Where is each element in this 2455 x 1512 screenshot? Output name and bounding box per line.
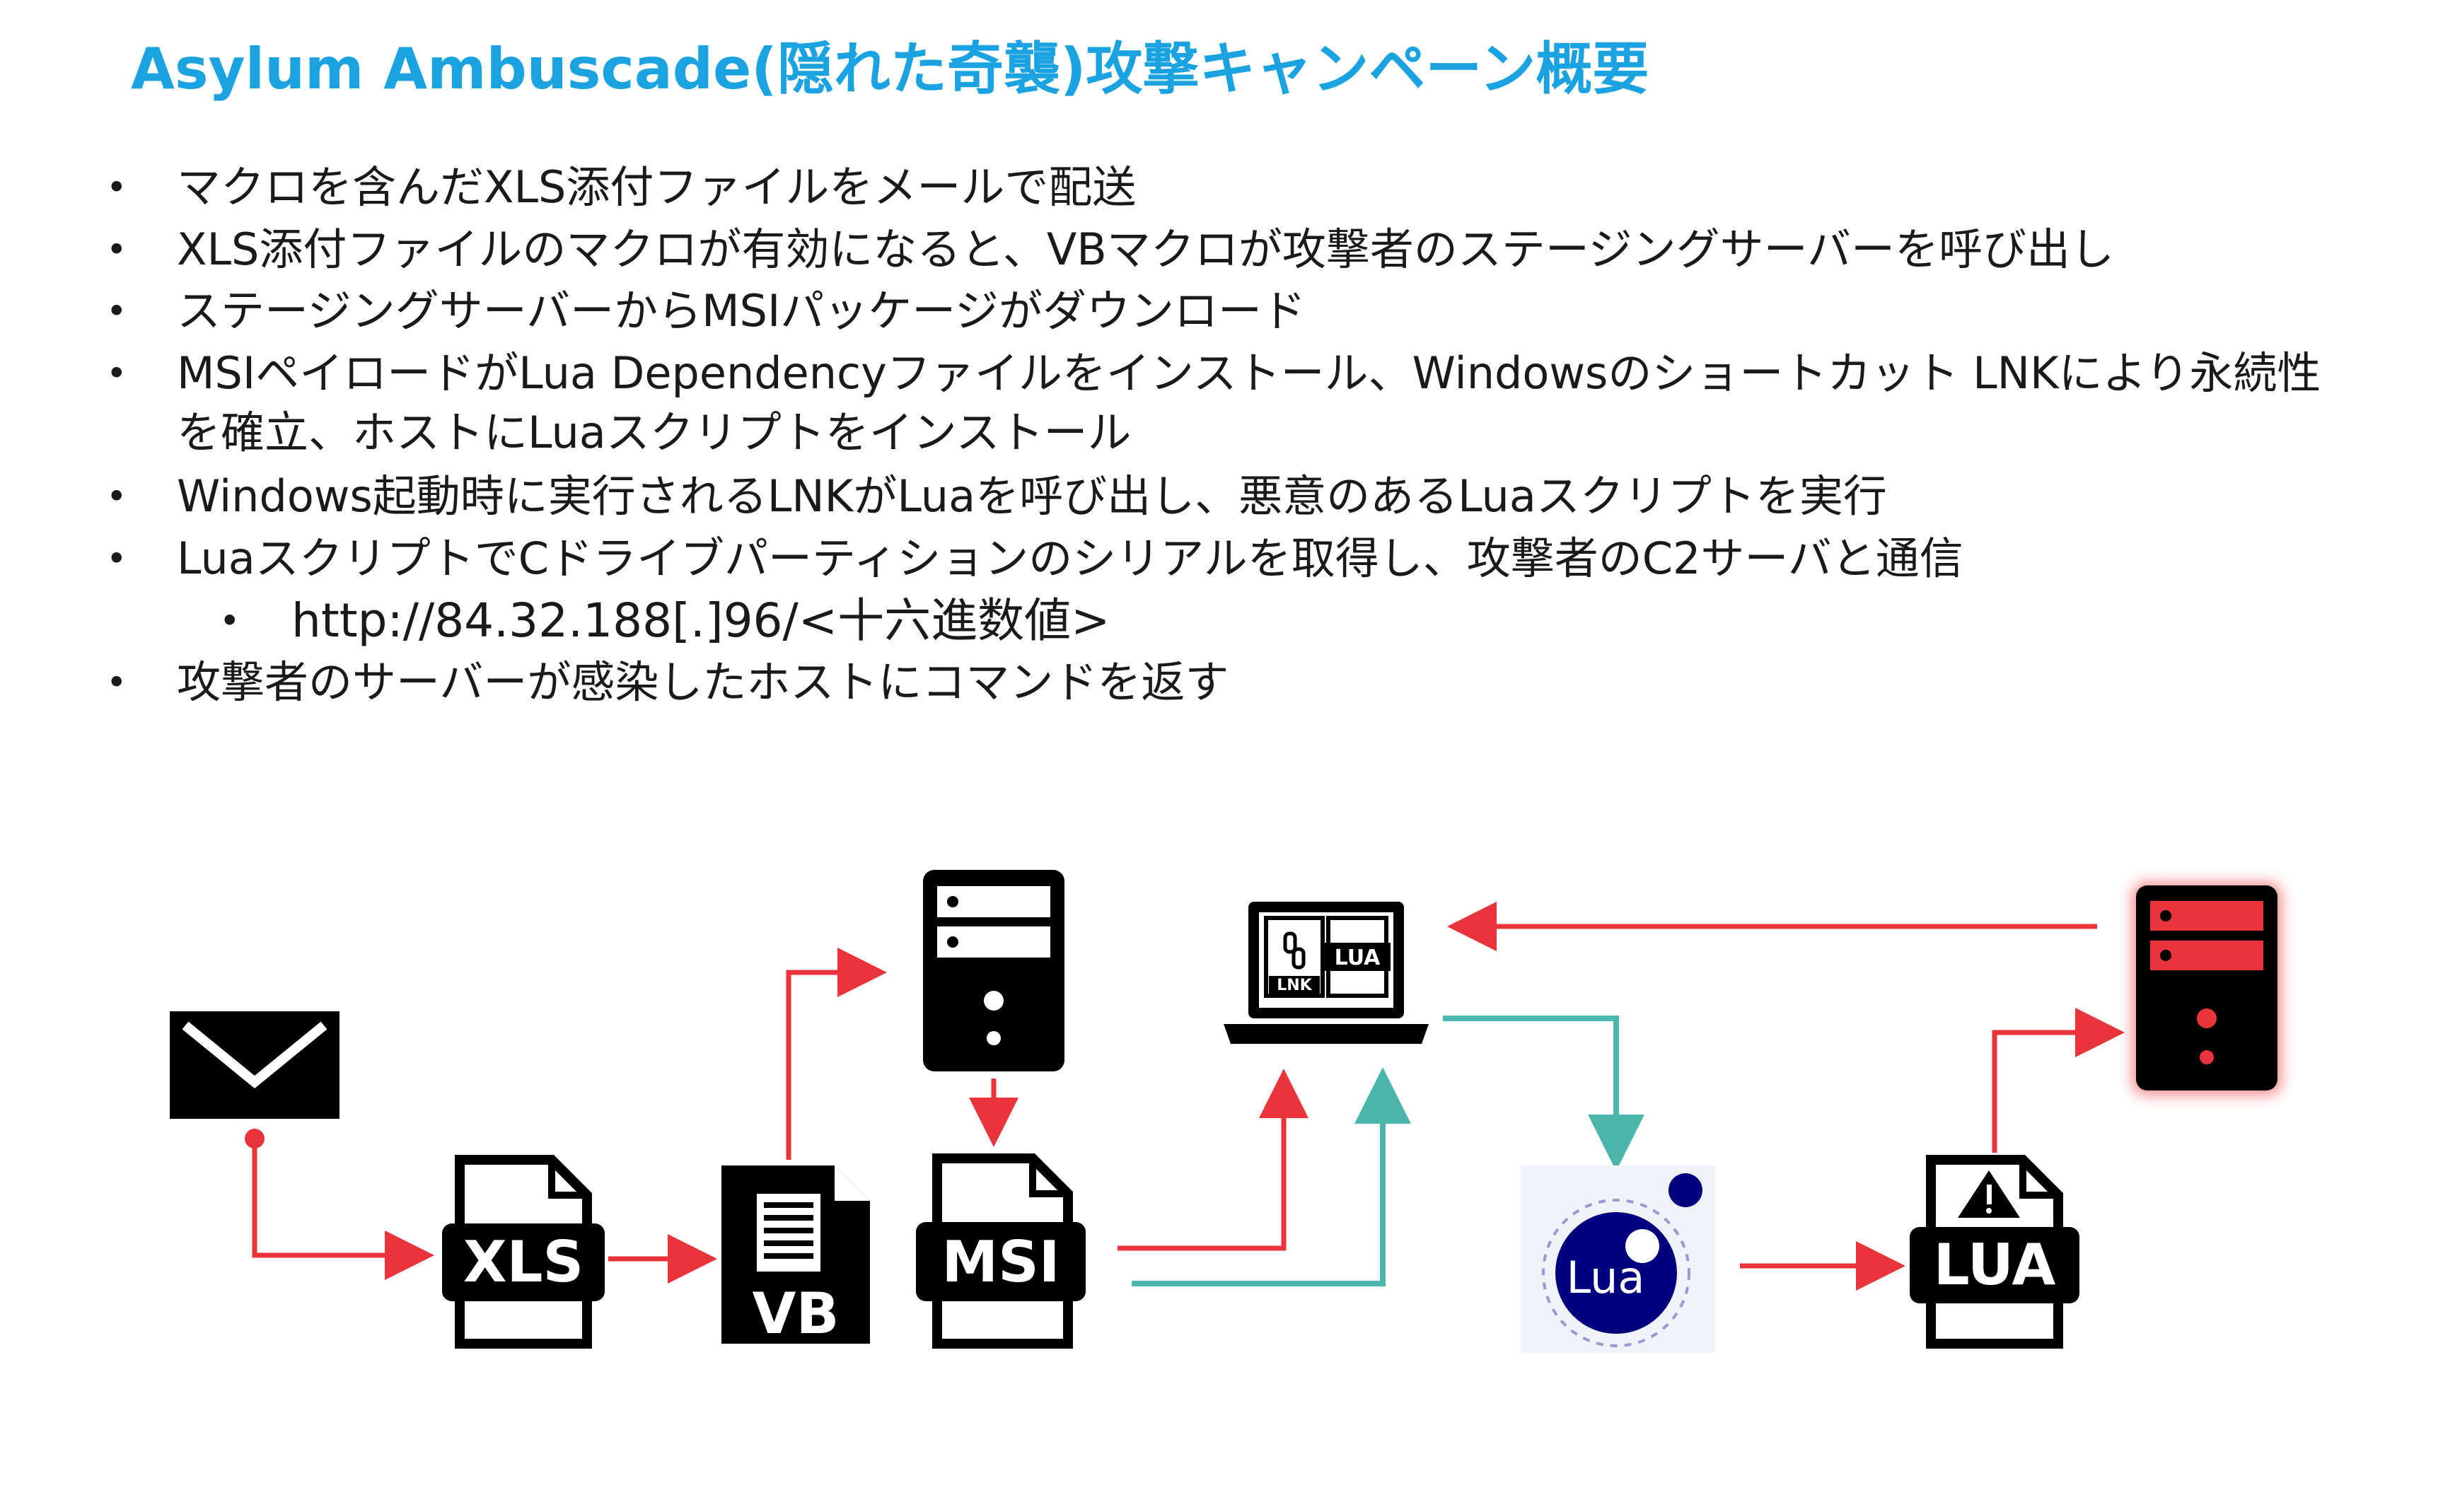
- lua-file-label: LUA: [1335, 946, 1381, 970]
- vb-file-icon: VB: [721, 1165, 870, 1347]
- bullet-marker: •: [106, 167, 127, 208]
- bullet-marker: •: [106, 476, 127, 517]
- lnk-label: LNK: [1277, 977, 1312, 994]
- staging-server-icon: [923, 870, 1064, 1071]
- bullet-marker: •: [106, 229, 127, 270]
- bullet-item-1: マクロを含んだXLS添付ファイルをメールで配送: [177, 161, 1137, 213]
- bullet-marker: •: [106, 353, 127, 394]
- lua-payload-label: LUA: [1934, 1232, 2056, 1298]
- arrow-mail-to-xls: [245, 1129, 434, 1280]
- vb-label: VB: [753, 1281, 840, 1347]
- bullet-item-7: 攻撃者のサーバーが感染したホストにコマンドを返す: [177, 656, 1229, 708]
- xls-file-icon: XLS: [442, 1155, 605, 1349]
- bullet-item-4-continuation: を確立、ホストにLuaスクリプトをインストール: [177, 407, 1132, 458]
- laptop-icon: LNK LUA: [1224, 902, 1429, 1044]
- bullet-marker: •: [106, 538, 127, 579]
- msi-label: MSI: [942, 1229, 1060, 1295]
- msi-file-icon: MSI: [916, 1153, 1086, 1349]
- lua-logo-icon: Lua: [1521, 1165, 1715, 1353]
- bullet-marker: •: [219, 600, 240, 641]
- arrow-laptop-to-lua-teal: [1443, 1016, 1644, 1171]
- c2-url: http://84.32.188[.]96/<十六進数値>: [291, 593, 1110, 648]
- xls-label: XLS: [463, 1229, 584, 1295]
- arrow-msi-to-laptop-red: [1118, 1069, 1308, 1251]
- bullet-item-6: LuaスクリプトでCドライブパーティションのシリアルを取得し、攻撃者のC2サーバ…: [177, 533, 1963, 584]
- c2-server-icon: [2132, 883, 2281, 1095]
- envelope-icon: [170, 1011, 339, 1119]
- bullet-item-5: Windows起動時に実行されるLNKがLuaを呼び出し、悪意のあるLuaスクリ…: [177, 470, 1887, 522]
- lua-logo-label: Lua: [1567, 1252, 1645, 1303]
- bullet-item-4: MSIペイロードがLua Dependencyファイルをインストール、Windo…: [177, 347, 2321, 399]
- lua-payload-file-icon: LUA: [1910, 1155, 2079, 1349]
- bullet-item-2: XLS添付ファイルのマクロが有効になると、VBマクロが攻撃者のステージングサーバ…: [177, 223, 2114, 275]
- bullet-item-3: ステージングサーバーからMSIパッケージがダウンロード: [177, 285, 1306, 337]
- page-title: Asylum Ambuscade(隠れた奇襲)攻撃キャンペーン概要: [131, 36, 1649, 102]
- bullet-marker: •: [106, 291, 127, 332]
- arrow-vb-to-staging-server: [786, 948, 887, 1160]
- arrow-payload-to-c2-server: [1992, 1008, 2125, 1153]
- bullet-marker: •: [106, 662, 127, 703]
- arrow-msi-to-laptop-teal: [1132, 1067, 1411, 1286]
